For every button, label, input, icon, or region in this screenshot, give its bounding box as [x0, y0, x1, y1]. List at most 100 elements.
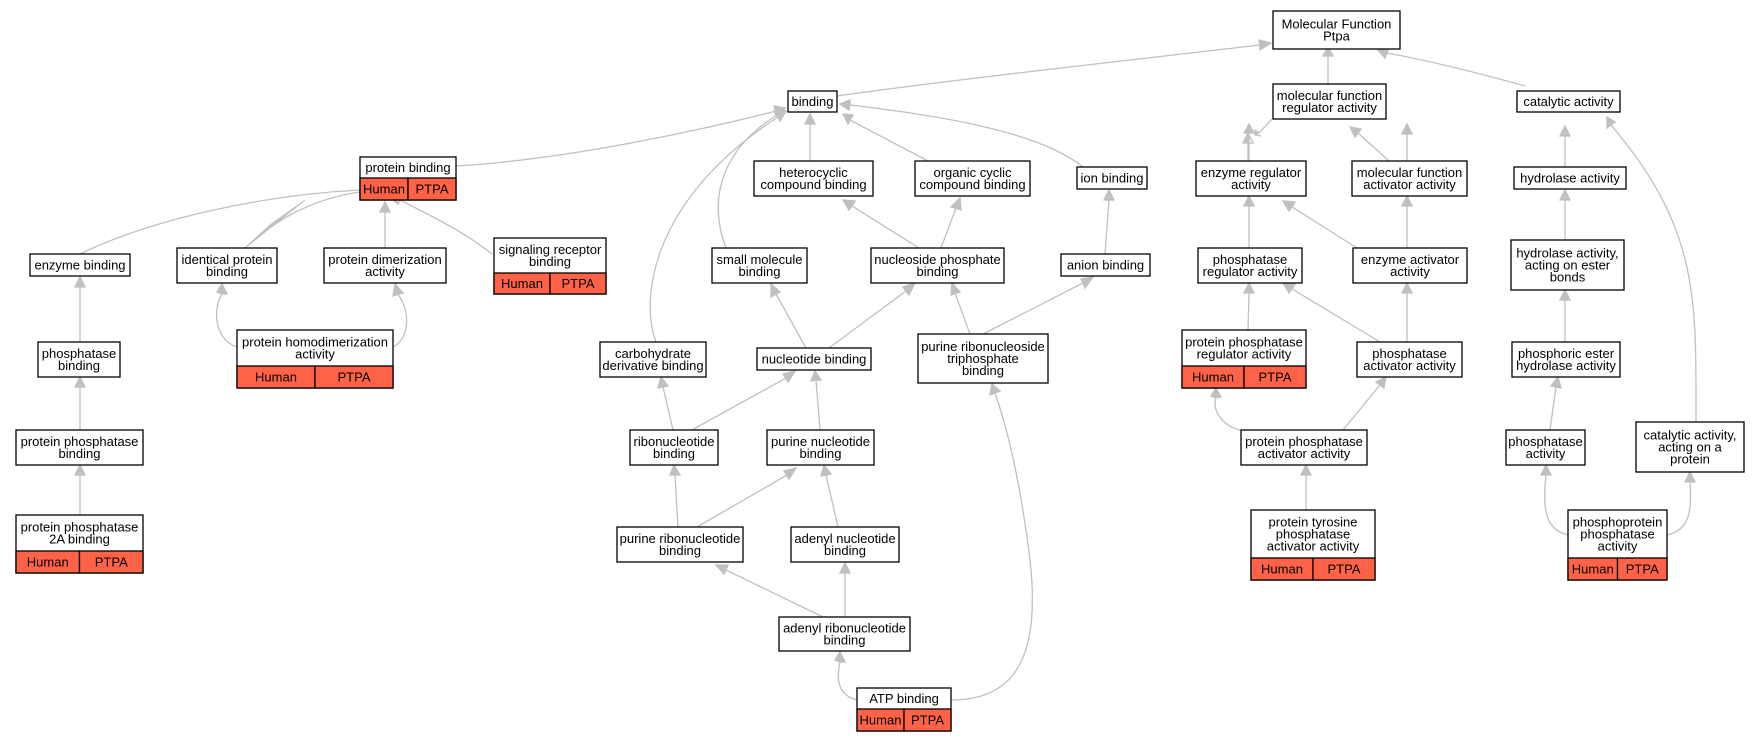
- edge-arrowhead: [714, 564, 729, 575]
- node-box: [1195, 160, 1307, 197]
- go-term-node-hyd[interactable]: hydrolase activity: [1513, 166, 1627, 190]
- go-term-node-cat[interactable]: catalytic activity: [1516, 90, 1621, 113]
- annotation-cell: [1312, 557, 1376, 581]
- node-label-line: phosphatase: [1372, 346, 1446, 361]
- node-label-line: activator activity: [1258, 446, 1351, 461]
- go-term-node-nucb[interactable]: nucleotide binding: [756, 347, 872, 371]
- node-label-line: binding: [59, 446, 101, 461]
- node-label-line: protein homodimerization: [242, 335, 388, 350]
- go-term-node-ion[interactable]: ion binding: [1076, 166, 1148, 190]
- edge-connector: [950, 382, 1034, 701]
- node-label-line: molecular function: [1277, 88, 1383, 103]
- node-label-line: hydrolase activity: [1516, 358, 1616, 373]
- node-box: [1513, 166, 1627, 190]
- node-label-line: enzyme activator: [1361, 252, 1460, 267]
- node-label-line: binding: [653, 446, 695, 461]
- annotation-cell: [1243, 365, 1307, 389]
- edge-arrowhead: [74, 275, 86, 288]
- edge-arrowhead: [839, 561, 851, 574]
- edge-arrowhead: [782, 370, 797, 383]
- node-label-line: derivative binding: [602, 358, 703, 373]
- node-label-line: hydrolase activity: [1520, 171, 1620, 186]
- edge-arrowhead: [842, 199, 856, 211]
- edge-connector: [841, 113, 929, 162]
- edge-arrowhead: [820, 463, 832, 477]
- node-label-line: ion binding: [1081, 171, 1144, 186]
- node-label-line: phosphatase: [42, 346, 116, 361]
- edge-arrowhead: [1349, 126, 1362, 138]
- edge-arrowhead: [74, 463, 86, 476]
- edge-arrowhead: [1242, 132, 1249, 144]
- go-term-node-anion[interactable]: anion binding: [1060, 253, 1151, 277]
- node-label-line: protein binding: [365, 160, 450, 175]
- edge-arrowhead: [657, 375, 669, 389]
- edge-arrowhead: [1322, 45, 1334, 57]
- annotation-cell: [549, 272, 607, 295]
- node-label-line: protein phosphatase: [21, 434, 139, 449]
- node-box: [323, 247, 447, 284]
- edge-arrowhead: [244, 199, 306, 249]
- gene-tag: PTPA: [1626, 562, 1659, 577]
- go-term-node-enzb[interactable]: enzyme binding: [29, 253, 131, 277]
- node-box: [1076, 166, 1148, 190]
- node-box: [599, 341, 707, 378]
- node-label-line: acting on a: [1658, 440, 1722, 455]
- node-label-line: purine ribonucleotide: [620, 531, 741, 546]
- node-box: [1272, 83, 1387, 120]
- edge-arrowhead: [810, 369, 822, 382]
- go-term-node-bind[interactable]: binding: [787, 90, 838, 113]
- edge-arrowhead: [1210, 387, 1222, 398]
- gene-tag: PTPA: [338, 370, 371, 385]
- edge-arrowhead: [1606, 116, 1616, 129]
- edge-arrowhead: [1559, 288, 1571, 301]
- species-tag: Human: [860, 713, 902, 728]
- node-label-line: regulator activity: [1282, 100, 1377, 115]
- node-label-line: signaling receptor: [499, 242, 602, 257]
- node-label-line: catalytic activity,: [1644, 428, 1737, 443]
- node-label-line: identical protein: [181, 252, 272, 267]
- edge-arrowhead: [1243, 281, 1255, 294]
- node-label-line: activity: [295, 347, 335, 362]
- node-box: [756, 347, 872, 371]
- node-label-line: Molecular Function: [1282, 17, 1392, 32]
- node-box: [1510, 239, 1625, 291]
- node-label-line: activity: [1526, 446, 1566, 461]
- node-box: [914, 160, 1031, 197]
- edge-arrowhead: [1243, 122, 1255, 134]
